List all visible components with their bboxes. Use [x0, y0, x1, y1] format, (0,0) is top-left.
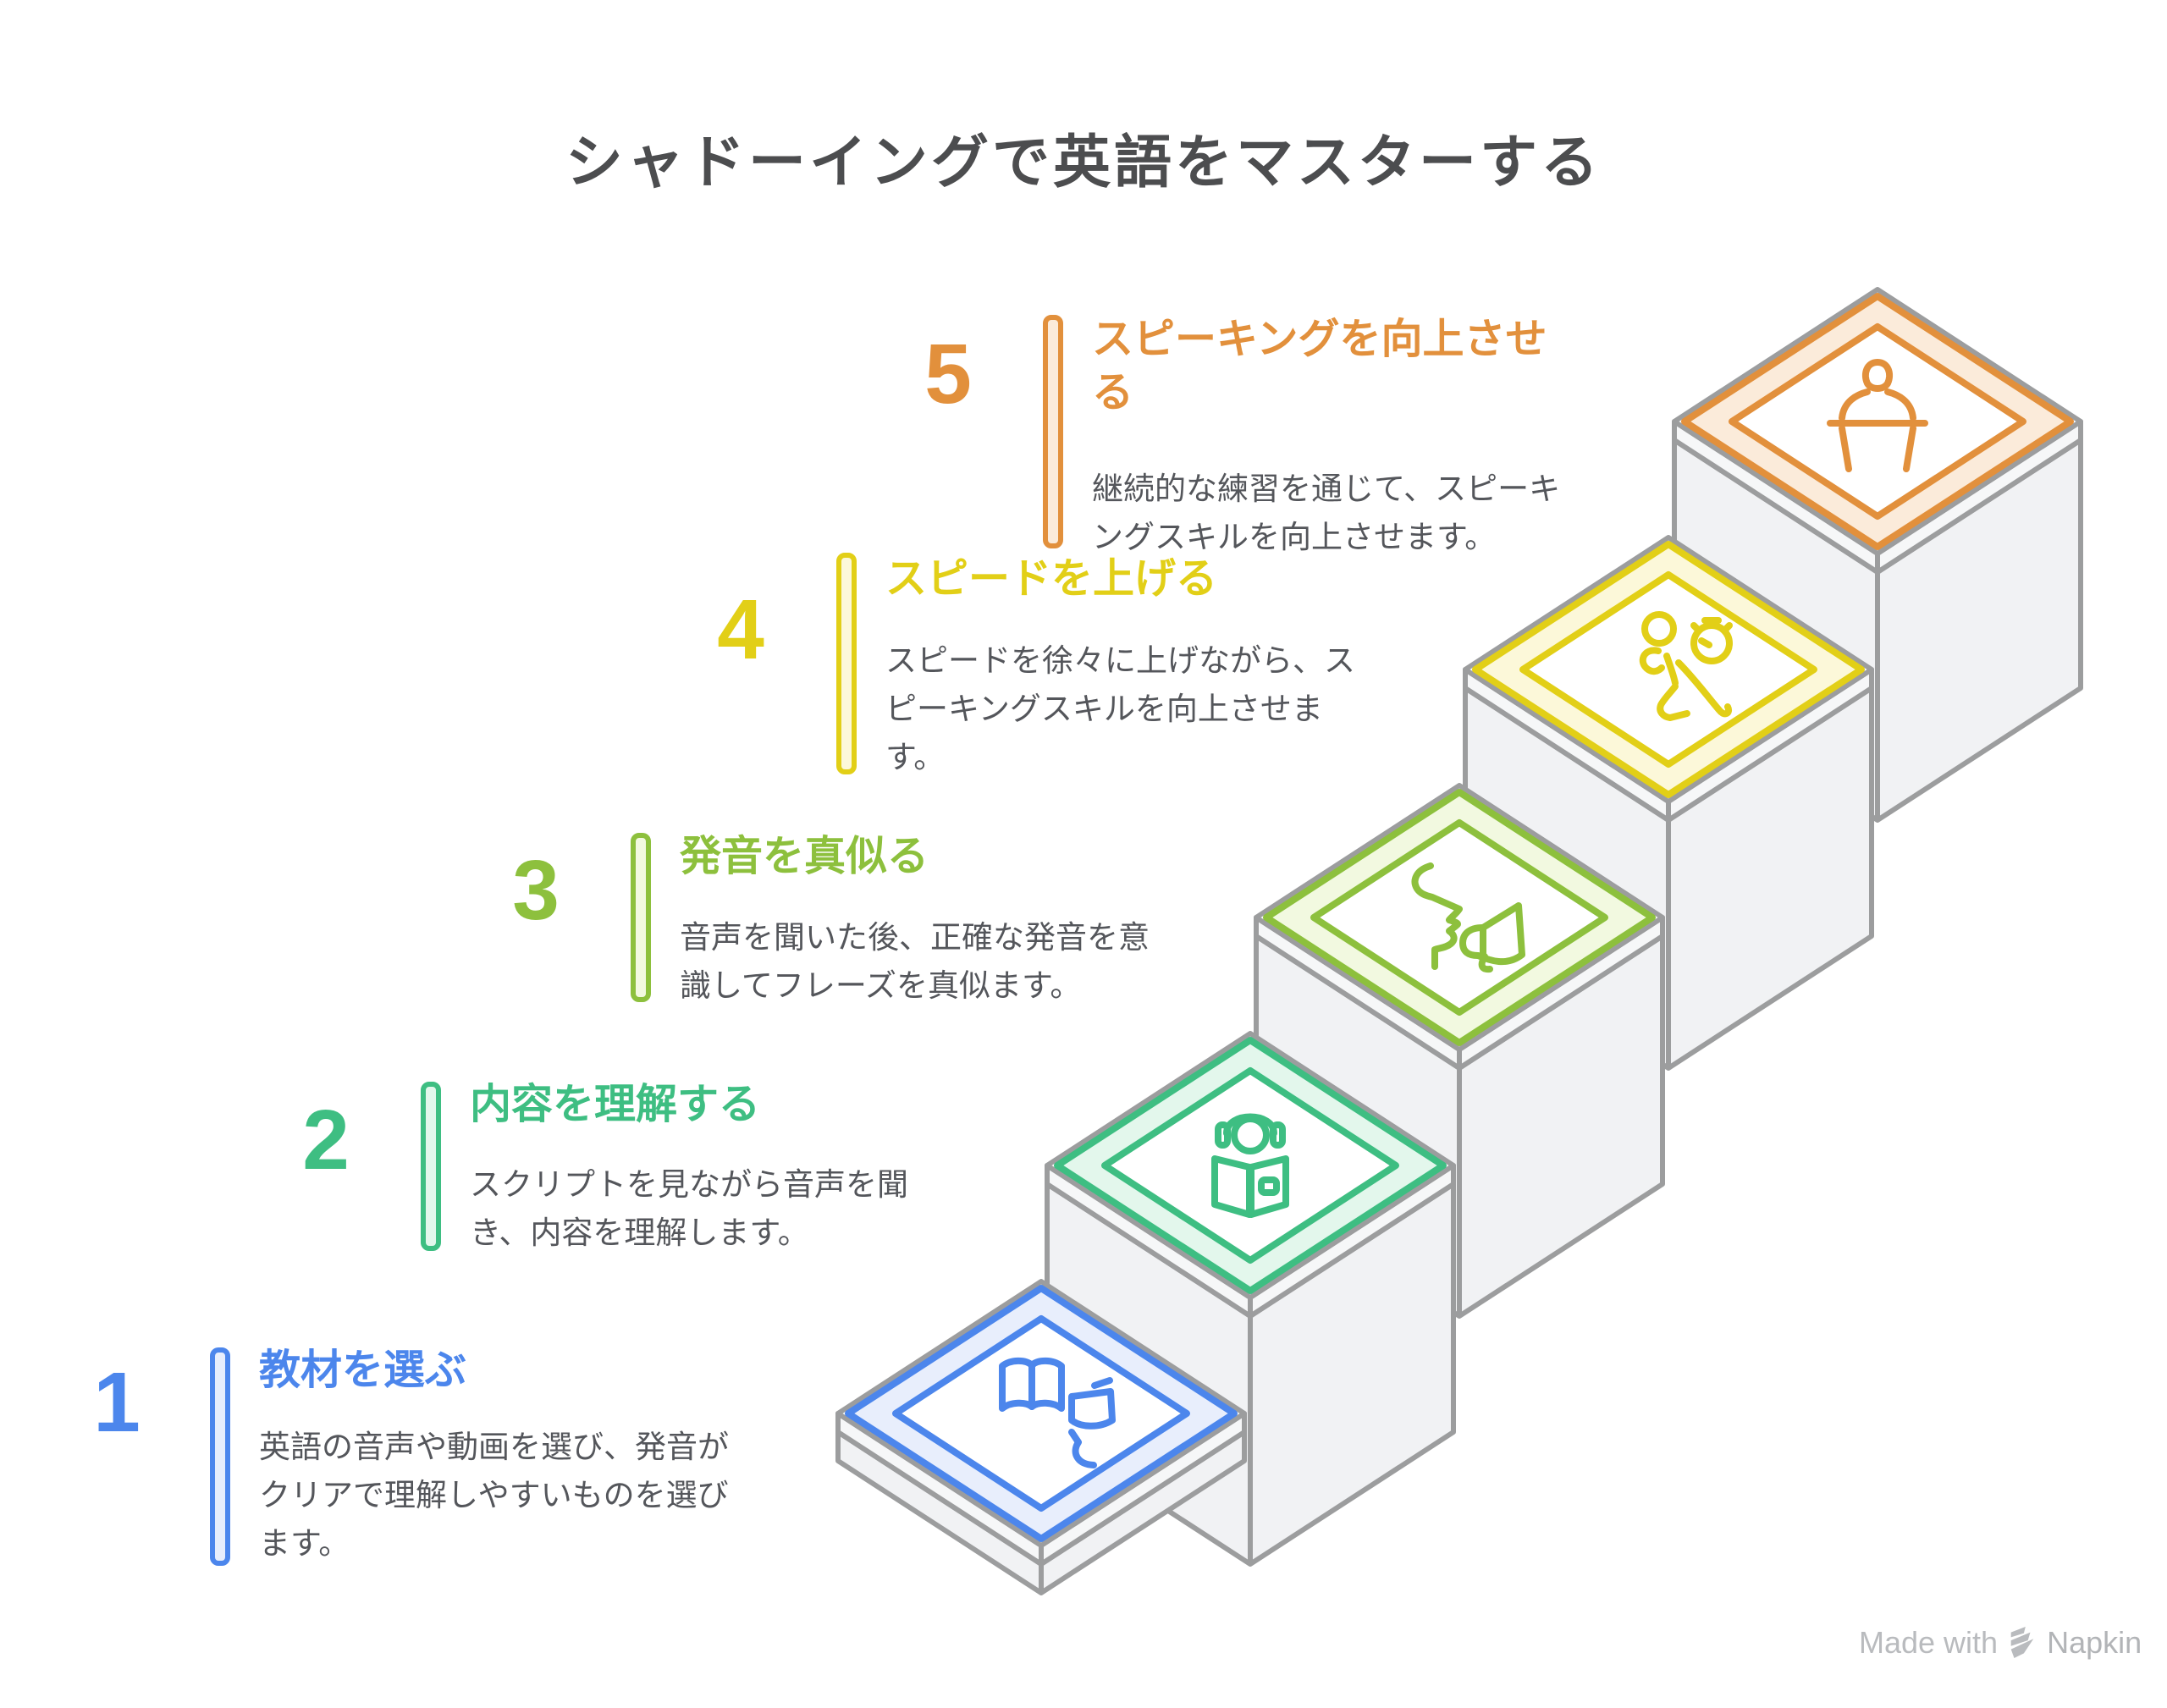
- step-5-number: 5: [924, 327, 972, 421]
- step-3-description: 音声を聞いた後、正確な発音を意 識してフレーズを真似ます。: [680, 920, 1150, 1003]
- napkin-logo-icon: [2010, 1627, 2034, 1659]
- step-3-number: 3: [512, 843, 560, 938]
- step-2-bar: [421, 1082, 441, 1251]
- step-4-bar: [836, 553, 857, 774]
- page-title: シャドーイングで英語をマスターする: [565, 130, 1602, 195]
- step-5-bar: [1043, 315, 1063, 548]
- step-4-number: 4: [717, 582, 764, 677]
- step-1-description: 英語の音声や動画を選び、発音が クリアで理解しやすいものを選び ます。: [259, 1430, 729, 1561]
- watermark-brand: Napkin: [2047, 1625, 2142, 1660]
- podium-speaker-icon: [1827, 359, 1928, 472]
- step-2-description: スクリプトを見ながら音声を聞 き、内容を理解します。: [470, 1167, 908, 1250]
- runner-stopwatch-icon: [1639, 611, 1733, 721]
- open-book-audio-icon: [999, 1357, 1116, 1468]
- step-2-platform: [1045, 1031, 1456, 1567]
- step-1-platform: [835, 1279, 1247, 1595]
- speaking-megaphone-icon: [1411, 862, 1525, 973]
- step-2-title: 内容を理解する: [470, 1082, 761, 1127]
- step-5-description: 継続的な練習を通じて、スピーキ ングスキルを向上させます。: [1092, 471, 1561, 554]
- step-4-title: スピードを上げる: [885, 556, 1218, 602]
- step-3-bar: [631, 833, 651, 1002]
- step-3-title: 発音を真似る: [680, 834, 929, 879]
- step-5-title: スピーキングを向上させ る: [1092, 317, 1547, 416]
- step-1-number: 1: [93, 1355, 141, 1450]
- step-1-title: 教材を選ぶ: [259, 1347, 467, 1393]
- watermark: Made with Napkin: [1859, 1625, 2142, 1661]
- reader-headphones-icon: [1211, 1113, 1289, 1218]
- step-4-platform: [1463, 535, 1874, 1071]
- watermark-prefix: Made with: [1859, 1625, 1999, 1660]
- step-2-number: 2: [302, 1093, 350, 1187]
- step-1-bar: [210, 1347, 230, 1566]
- step-4-description: スピードを徐々に上げながら、ス ピーキングスキルを向上させま す。: [885, 643, 1355, 774]
